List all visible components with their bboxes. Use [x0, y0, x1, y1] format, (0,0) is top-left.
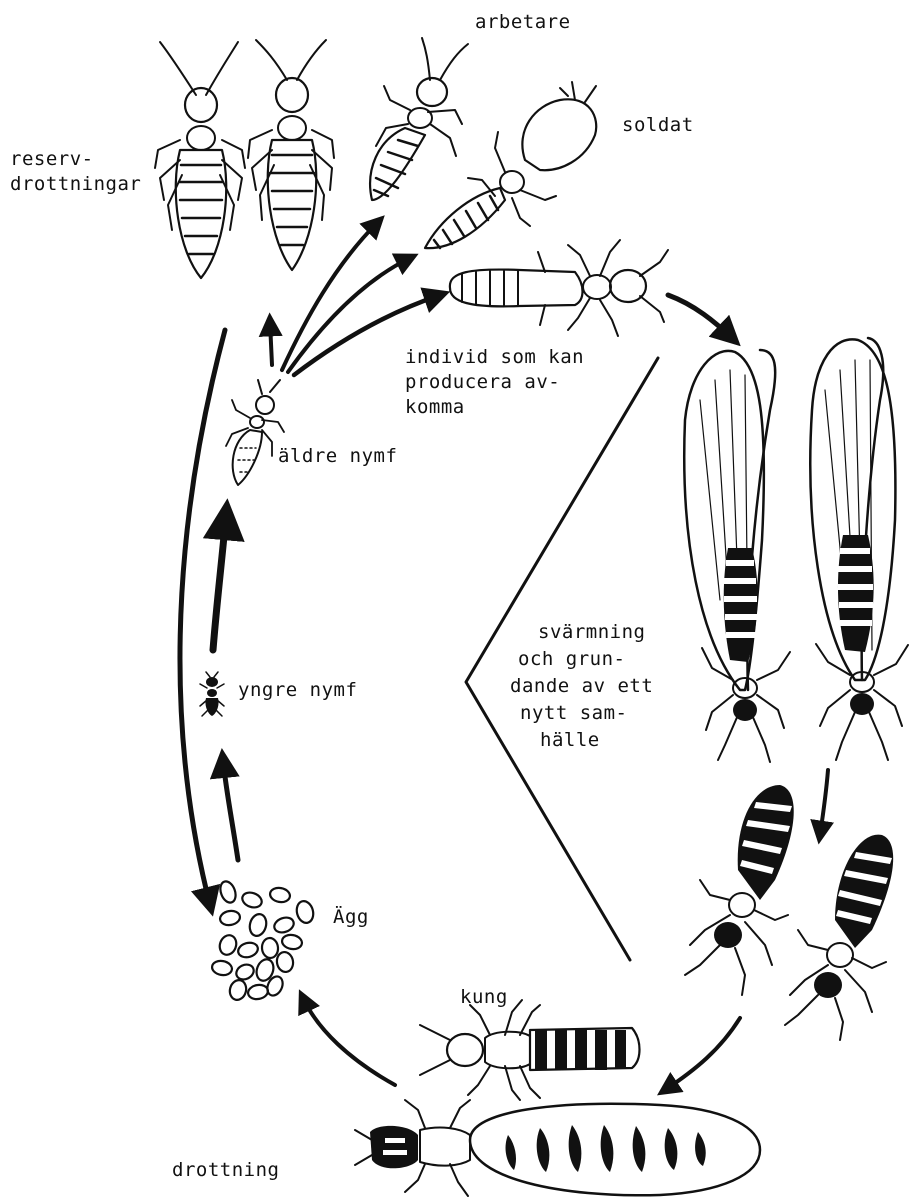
arrow-eggs-to-young-nymph [223, 760, 238, 860]
reserve-queen-1 [155, 42, 245, 278]
younger-nymph [200, 672, 224, 716]
reproductive-nymph [450, 240, 668, 336]
arrow-young-to-older-nymph [213, 515, 226, 650]
arrow-alates-to-dealates [820, 770, 828, 835]
label-queen: drottning [172, 1158, 279, 1183]
dealated-termite-2 [785, 835, 893, 1040]
soldier-termite [425, 82, 596, 248]
label-swarming-line1: svärmning [538, 620, 645, 645]
label-soldier: soldat [622, 113, 694, 138]
older-nymph [226, 380, 284, 485]
label-reserve-queens-line2: drottningar [10, 172, 141, 197]
winged-alate-2 [810, 338, 908, 760]
dealated-termite-1 [685, 785, 794, 995]
label-reproductive-line2: producera av- [405, 370, 560, 395]
winged-alate-1 [684, 350, 790, 762]
label-worker: arbetare [475, 10, 571, 35]
label-swarming-line2: och grun- [518, 647, 625, 672]
label-younger-nymph: yngre nymf [238, 678, 357, 703]
label-reproductive-line1: individ som kan [405, 345, 584, 370]
worker-termite [370, 38, 468, 200]
label-swarming-line4: nytt sam- [520, 701, 627, 726]
queen-termite [355, 1100, 760, 1196]
label-king: kung [460, 985, 508, 1010]
label-reproductive-line3: komma [405, 395, 465, 420]
label-reserve-queens-line1: reserv- [10, 147, 94, 172]
arrow-queen-to-eggs [303, 998, 395, 1085]
arrow-nymph-up [270, 322, 272, 365]
label-swarming-line3: dande av ett [510, 674, 653, 699]
label-swarming-line5: hälle [540, 728, 600, 753]
reserve-queen-2 [248, 40, 334, 270]
egg-cluster [211, 879, 316, 1001]
king-termite [420, 1000, 640, 1100]
label-older-nymph: äldre nymf [278, 444, 397, 469]
label-eggs: Ägg [333, 905, 369, 930]
arrow-reproductive-to-alates [668, 295, 732, 338]
arrow-dealates-to-king-queen [665, 1018, 740, 1090]
